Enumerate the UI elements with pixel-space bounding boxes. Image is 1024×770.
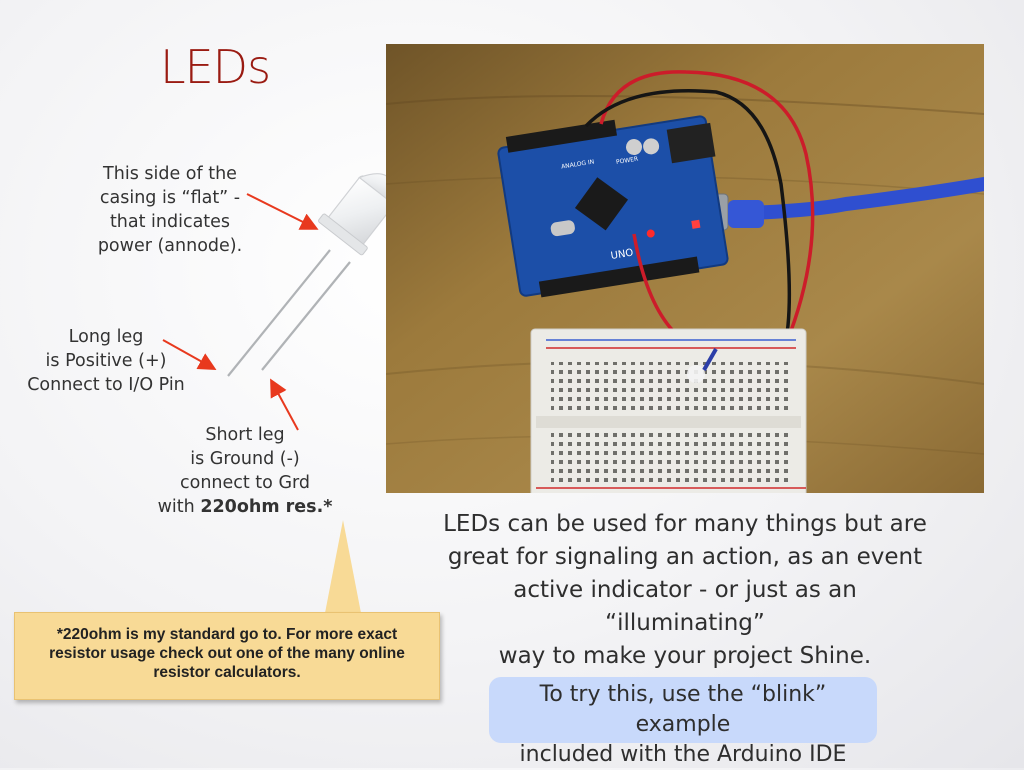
short-leg-arrow (270, 378, 299, 431)
tooltip-tail (325, 520, 361, 613)
flat-side-note: This side of the casing is “flat” - that… (97, 164, 243, 256)
arduino-photo-illustration: UNO POWER ANALOG IN (386, 44, 984, 493)
power-label: POWER (616, 156, 639, 166)
led-long-leg (227, 249, 331, 377)
long-leg-note: Long leg is Positive (+) Connect to I/O … (27, 327, 185, 395)
board-label: UNO (610, 248, 634, 262)
flat-side-arrow (246, 193, 319, 230)
short-leg-note: Short leg is Ground (-) connect to Grd w… (157, 425, 333, 517)
arduino-photo: UNO POWER ANALOG IN (386, 44, 984, 493)
resistor-tooltip: *220ohm is my standard go to. For more e… (14, 612, 440, 700)
arduino-board: UNO POWER ANALOG IN (497, 115, 729, 298)
led-body-icon (318, 173, 396, 256)
description-text: LEDs can be used for many things but are… (443, 511, 927, 669)
long-leg-arrow (162, 339, 217, 370)
slide-title: LEDs (159, 40, 271, 94)
resistor-value: 220ohm res.* (200, 497, 333, 517)
blink-example-callout: To try this, use the “blink” example inc… (489, 677, 877, 767)
breadboard (530, 328, 807, 493)
led-diagram (162, 173, 396, 431)
led-short-leg (261, 261, 351, 371)
